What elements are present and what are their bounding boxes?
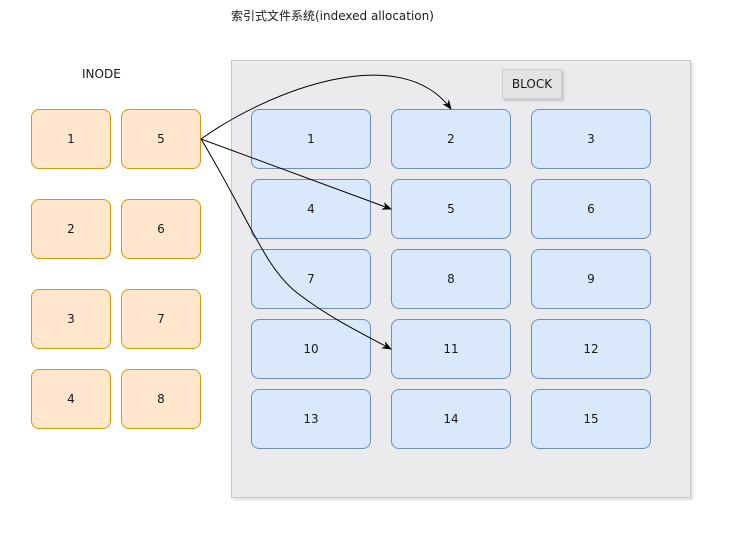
block-cell: 3 — [531, 109, 651, 169]
block-cell: 5 — [391, 179, 511, 239]
inode-cell: 7 — [121, 289, 201, 349]
inode-cell: 5 — [121, 109, 201, 169]
block-cell: 7 — [251, 249, 371, 309]
inode-cell: 2 — [31, 199, 111, 259]
inode-cell: 8 — [121, 369, 201, 429]
block-label: BLOCK — [502, 69, 562, 99]
block-cell: 13 — [251, 389, 371, 449]
block-cell: 9 — [531, 249, 651, 309]
block-cell: 4 — [251, 179, 371, 239]
block-cell: 11 — [391, 319, 511, 379]
block-cell: 2 — [391, 109, 511, 169]
diagram-title: 索引式文件系统(indexed allocation) — [231, 9, 434, 23]
block-cell: 6 — [531, 179, 651, 239]
inode-cell: 6 — [121, 199, 201, 259]
block-cell: 14 — [391, 389, 511, 449]
block-cell: 8 — [391, 249, 511, 309]
block-cell: 10 — [251, 319, 371, 379]
inode-cell: 1 — [31, 109, 111, 169]
block-cell: 1 — [251, 109, 371, 169]
inode-cell: 4 — [31, 369, 111, 429]
inode-cell: 3 — [31, 289, 111, 349]
block-cell: 12 — [531, 319, 651, 379]
block-cell: 15 — [531, 389, 651, 449]
inode-label: INODE — [82, 67, 121, 81]
